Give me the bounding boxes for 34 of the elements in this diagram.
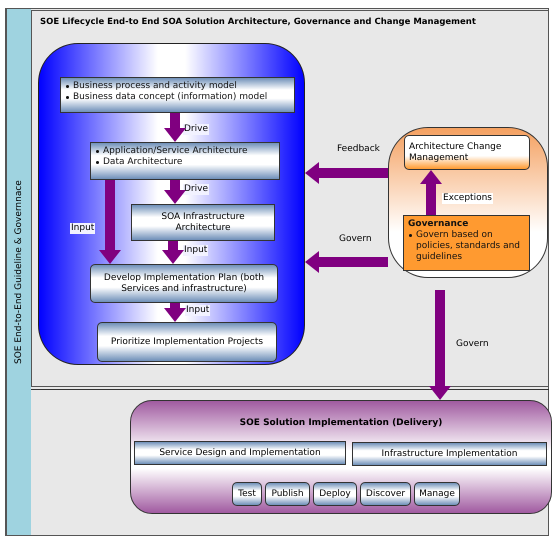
step-box: Publish: [265, 482, 310, 506]
step-box: Discover: [360, 482, 411, 506]
step-box: Manage: [414, 482, 460, 506]
heading: Governance: [408, 219, 470, 230]
bullet-text: Business data concept (information) model: [73, 92, 268, 103]
edge-label: Exceptions: [442, 193, 493, 204]
process-box: [60, 77, 295, 113]
container-box: [38, 43, 305, 365]
edge-label: Drive: [183, 124, 209, 135]
step-box: Deploy: [313, 482, 357, 506]
edge-label: Drive: [183, 184, 209, 195]
bullet-text: Data Architecture: [103, 157, 182, 168]
process-box: Service Design and Implementation: [134, 441, 346, 465]
edge-label: Input: [183, 245, 208, 256]
frame-panel: [5, 8, 549, 536]
panel-title: SOE Lifecycle End-to End SOA Solution Architecture, Governance and Change Management: [40, 17, 476, 27]
process-box: SOA Infrastructure Architecture: [131, 204, 275, 241]
process-box: Develop Implementation Plan (both Services and infrastructure): [90, 264, 278, 303]
side-title: SOE End-to-End Guideline & Governnace: [6, 9, 31, 535]
edge-label: Input: [70, 223, 96, 234]
process-box: [403, 215, 530, 271]
process-box: Prioritize Implementation Projects: [97, 322, 277, 362]
edge-label: Input: [185, 305, 210, 316]
bullet-text: Business process and activity model: [73, 81, 237, 92]
bullet-text: Govern based on policies, standards and guidelines: [416, 230, 522, 263]
step-box: Test: [232, 482, 262, 506]
process-box: Architecture Change Management: [404, 135, 530, 170]
container-box: [388, 127, 548, 278]
panel: [31, 10, 549, 387]
container-box: [130, 400, 552, 514]
process-box: Infrastructure Implementation: [352, 442, 547, 466]
bullet-text: Application/Service Architecture: [103, 146, 248, 157]
process-box: [90, 142, 280, 180]
heading: SOE Solution Implementation (Delivery): [240, 418, 442, 428]
